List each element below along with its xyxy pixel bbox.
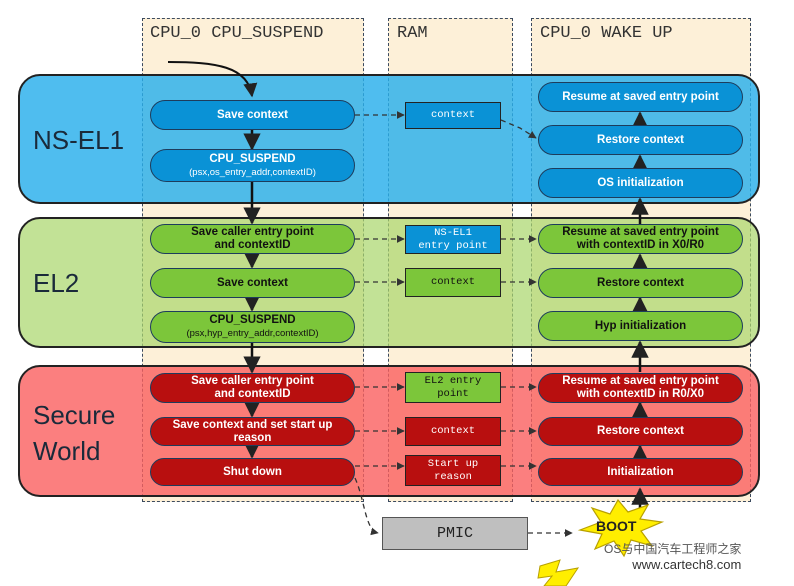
node-sec-restore: Restore context xyxy=(538,417,743,446)
node-el2-save-caller: Save caller entry point and contextID xyxy=(150,224,355,254)
node-sec-shut-down: Shut down xyxy=(150,458,355,486)
ram-el2-context: context xyxy=(405,268,501,297)
node-ns-restore: Restore context xyxy=(538,125,743,155)
node-ns-resume: Resume at saved entry point xyxy=(538,82,743,112)
watermark-line2: www.cartech8.com xyxy=(632,557,742,572)
node-el2-save-context: Save context xyxy=(150,268,355,298)
node-sec-save-caller: Save caller entry point and contextID xyxy=(150,373,355,403)
pmic-box: PMIC xyxy=(382,517,528,550)
node-ns-save-context: Save context xyxy=(150,100,355,130)
band-label-secure-line1: Secure xyxy=(33,400,116,430)
column-header-ram: RAM xyxy=(397,24,428,43)
node-el2-save-caller-line1: Save caller entry point xyxy=(191,226,314,238)
ram-sec-el2-entry-line2: point xyxy=(437,387,469,400)
node-ns-cpu-suspend-args: (psx,os_entry_addr,contextID) xyxy=(189,166,316,178)
node-sec-save-context-line2: reason xyxy=(233,431,272,444)
ram-sec-el2-entry-line1: EL2 entry xyxy=(424,374,482,387)
column-header-wakeup: CPU_0 WAKE UP xyxy=(540,24,673,43)
node-sec-save-caller-line2: and contextID xyxy=(214,388,291,400)
ram-sec-context: context xyxy=(405,417,501,446)
node-el2-hyp-init: Hyp initialization xyxy=(538,311,743,341)
node-ns-cpu-suspend: CPU_SUSPEND (psx,os_entry_addr,contextID… xyxy=(150,149,355,182)
ram-sec-startup-line2: reason xyxy=(434,470,472,483)
node-sec-save-context-line1: Save context and set start up xyxy=(172,418,333,431)
ram-sec-startup-reason: Start up reason xyxy=(405,455,501,486)
node-sec-resume: Resume at saved entry point with context… xyxy=(538,373,743,403)
node-ns-os-init: OS initialization xyxy=(538,168,743,198)
column-header-suspend: CPU_0 CPU_SUSPEND xyxy=(150,24,324,43)
node-el2-resume-line2: with contextID in X0/R0 xyxy=(576,239,705,251)
node-el2-save-caller-line2: and contextID xyxy=(214,239,291,251)
band-label-ns-el1: NS-EL1 xyxy=(33,125,125,155)
boot-label: BOOT xyxy=(596,518,637,534)
node-ns-cpu-suspend-title: CPU_SUSPEND xyxy=(209,152,296,165)
ram-sec-startup-line1: Start up xyxy=(427,457,479,470)
node-el2-resume: Resume at saved entry point with context… xyxy=(538,224,743,254)
node-el2-resume-line1: Resume at saved entry point xyxy=(562,226,719,238)
node-sec-save-context: Save context and set start up reason xyxy=(150,417,355,446)
node-sec-init: Initialization xyxy=(538,458,743,486)
boot-star-shape xyxy=(577,498,665,558)
watermark: OS与中国汽车工程师之家 www.cartech8.com xyxy=(604,540,741,572)
band-label-secure: Secure World xyxy=(33,397,115,469)
node-sec-save-caller-line1: Save caller entry point xyxy=(191,375,314,387)
ram-el2-ns-entry-point: NS-EL1 entry point xyxy=(405,225,501,254)
node-el2-cpu-suspend-title: CPU_SUSPEND xyxy=(209,314,296,326)
ram-ns-context: context xyxy=(405,102,501,129)
band-label-secure-line2: World xyxy=(33,436,101,466)
ram-el2-ns-entry-line1: NS-EL1 xyxy=(434,226,472,239)
node-el2-restore: Restore context xyxy=(538,268,743,298)
node-el2-cpu-suspend-args: (psx,hyp_entry_addr,contextID) xyxy=(186,328,319,339)
node-el2-cpu-suspend: CPU_SUSPEND (psx,hyp_entry_addr,contextI… xyxy=(150,311,355,343)
node-sec-resume-line1: Resume at saved entry point xyxy=(562,375,719,387)
watermark-line1: OS与中国汽车工程师之家 xyxy=(604,542,742,556)
ram-el2-ns-entry-line2: entry point xyxy=(418,239,488,252)
ram-sec-el2-entry-point: EL2 entry point xyxy=(405,372,501,403)
node-sec-resume-line2: with contextID in R0/X0 xyxy=(576,388,705,400)
band-label-el2: EL2 xyxy=(33,268,80,298)
